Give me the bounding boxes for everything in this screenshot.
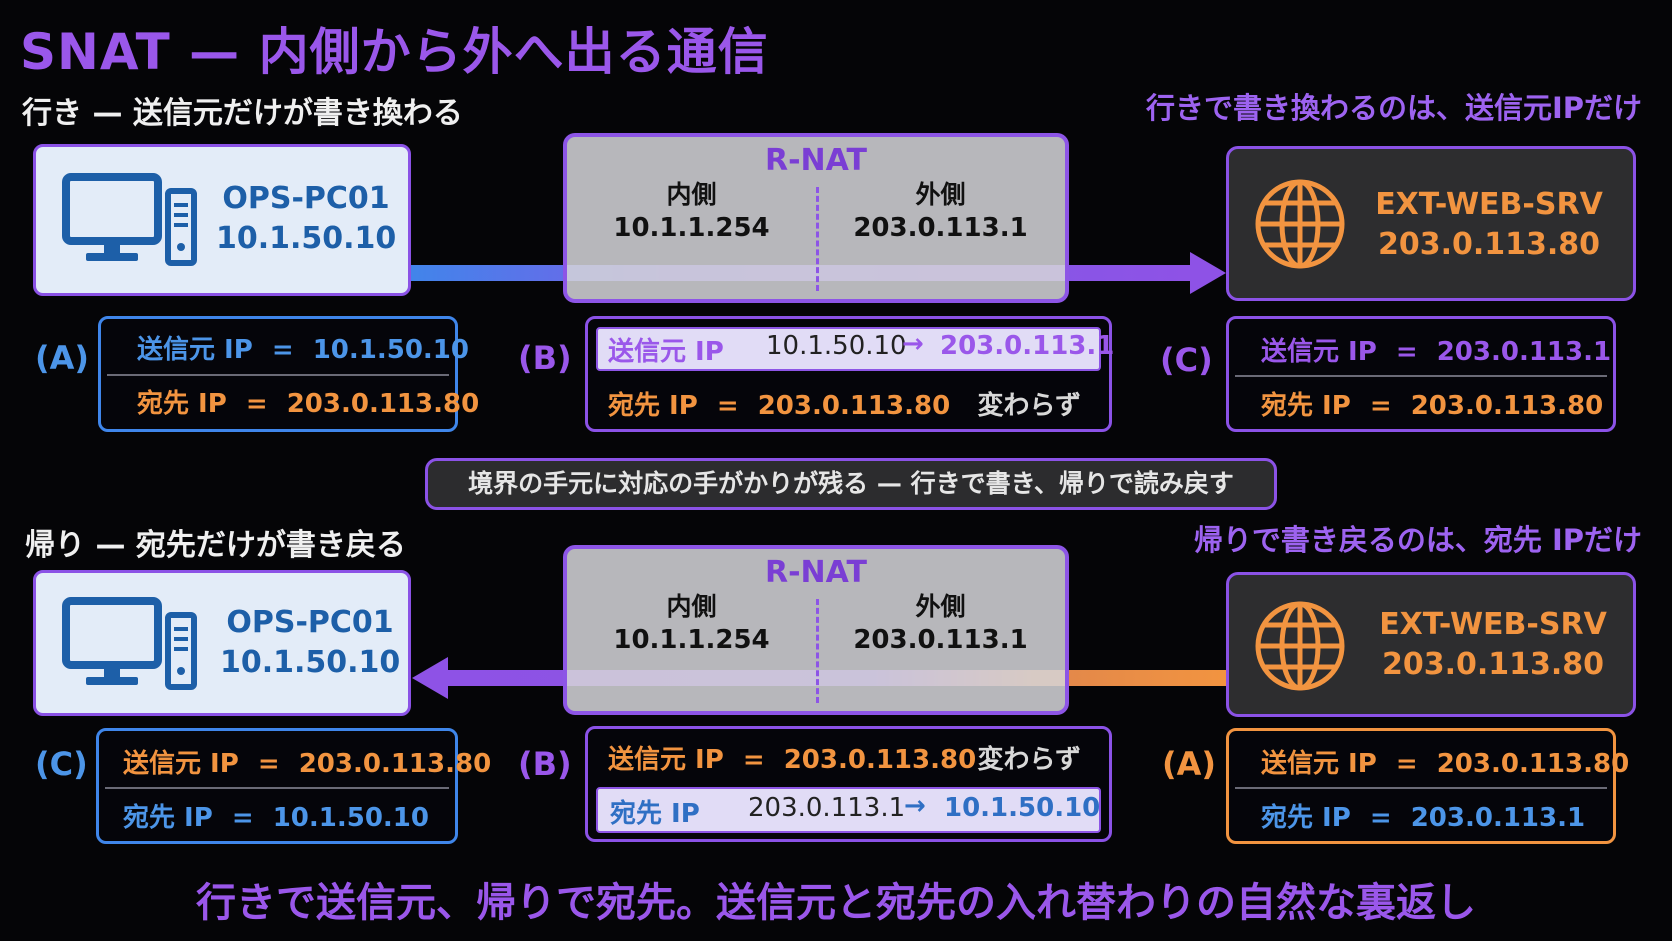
dst-val: 10.1.50.10 [272, 803, 429, 833]
src-from: 10.1.50.10 [766, 331, 907, 361]
src-val: 203.0.113.80 [298, 749, 492, 779]
arrow-right-icon: → [902, 329, 924, 359]
changed-row-highlight [596, 327, 1101, 371]
nat-name: R-NAT [764, 555, 867, 590]
nat-inside-label: 内側 [666, 180, 717, 209]
label-a: (A) [1162, 745, 1217, 783]
globe-icon [1255, 601, 1345, 691]
dst-key: 宛先 IP [608, 391, 698, 421]
unchanged-note: 変わらず [977, 391, 1081, 421]
changed-row-highlight [596, 787, 1101, 833]
dst-val: 203.0.113.80 [286, 389, 480, 419]
row-divider [1235, 787, 1607, 789]
row-divider [107, 374, 449, 376]
packet-box-c: 送信元 IP = 203.0.113.80 宛先 IP = 10.1.50.10 [96, 728, 491, 844]
dst-key: 宛先 IP [123, 803, 213, 833]
src-key: 送信元 IP [1261, 337, 1377, 367]
ops-pc-node: OPS-PC01 10.1.50.10 [33, 144, 411, 296]
nat-outside-ip: 203.0.113.1 [853, 625, 1028, 655]
inbound-note: 帰りで書き戻るのは、宛先 IPだけ [1193, 523, 1642, 557]
packet-box-a: 送信元 IP = 203.0.113.80 宛先 IP = 203.0.113.… [1226, 728, 1629, 844]
pc-name: OPS-PC01 [222, 181, 390, 216]
packet-box-c: 送信元 IP = 203.0.113.1 宛先 IP = 203.0.113.8… [1226, 316, 1616, 432]
nat-divider [816, 599, 819, 703]
src-key: 送信元 IP [137, 335, 253, 365]
dst-eq: = [1369, 803, 1392, 833]
nat-inside-ip: 10.1.1.254 [613, 213, 770, 243]
server-ip: 203.0.113.80 [1377, 227, 1601, 262]
outbound-heading: 行き — 送信元だけが書き換わる [22, 96, 463, 131]
server-name: EXT-WEB-SRV [1379, 607, 1607, 642]
dst-from: 203.0.113.1 [748, 793, 906, 823]
desktop-computer-icon [62, 597, 197, 690]
nat-inside-label: 内側 [666, 592, 717, 621]
packet-box-a: 送信元 IP = 10.1.50.10 宛先 IP = 203.0.113.80 [98, 316, 479, 432]
nat-outside-label: 外側 [915, 180, 966, 209]
src-key: 送信元 IP [123, 749, 239, 779]
dst-eq: = [1369, 391, 1392, 421]
desktop-computer-icon [62, 173, 197, 266]
arrow-right-icon: → [904, 791, 926, 821]
dst-eq: = [716, 391, 739, 421]
dst-to: 10.1.50.10 [944, 793, 1101, 823]
src-val: 203.0.113.80 [783, 745, 977, 775]
inbound-heading: 帰り — 宛先だけが書き戻る [25, 528, 406, 563]
nat-outside-label: 外側 [915, 592, 966, 621]
row-divider [105, 787, 449, 789]
server-name: EXT-WEB-SRV [1375, 187, 1603, 222]
server-ip: 203.0.113.80 [1381, 647, 1605, 682]
dst-key: 宛先 IP [1261, 391, 1351, 421]
r-nat-node: R-NAT 内側 10.1.1.254 外側 203.0.113.1 [563, 545, 1069, 715]
dst-val: 203.0.113.80 [1410, 391, 1604, 421]
label-c: (C) [35, 745, 88, 783]
nat-name: R-NAT [764, 143, 867, 178]
ops-pc-node: OPS-PC01 10.1.50.10 [33, 570, 411, 716]
packet-box-b: 送信元 IP 10.1.50.10 → 203.0.113.1 宛先 IP = … [585, 316, 1115, 432]
unchanged-note: 変わらず [977, 745, 1081, 775]
page-title: SNAT — 内側から外へ出る通信 [20, 23, 769, 81]
label-c: (C) [1160, 341, 1213, 379]
outbound-note: 行きで書き換わるのは、送信元IPだけ [1145, 91, 1642, 125]
dst-eq: = [245, 389, 268, 419]
footer-summary: 行きで送信元、帰りで宛先。送信元と宛先の入れ替わりの自然な裏返し [196, 880, 1476, 926]
dst-val: 203.0.113.1 [1410, 803, 1586, 833]
dst-key: 宛先 IP [610, 799, 700, 829]
globe-icon [1255, 179, 1345, 269]
label-a: (A) [35, 339, 90, 377]
dst-key: 宛先 IP [137, 389, 227, 419]
ext-web-srv-node: EXT-WEB-SRV 203.0.113.80 [1226, 146, 1636, 301]
label-b: (B) [518, 339, 572, 377]
src-to: 203.0.113.1 [940, 331, 1115, 361]
src-key: 送信元 IP [1261, 749, 1377, 779]
r-nat-node: R-NAT 内側 10.1.1.254 外側 203.0.113.1 [563, 133, 1069, 303]
src-eq: = [742, 745, 765, 775]
src-eq: = [257, 749, 280, 779]
caption-banner: 境界の手元に対応の手がかりが残る — 行きで書き、帰りで読み戻す [425, 458, 1277, 510]
src-val: 203.0.113.1 [1436, 337, 1612, 367]
nat-divider [816, 187, 819, 291]
src-eq: = [1395, 749, 1418, 779]
src-key: 送信元 IP [608, 337, 724, 367]
dst-eq: = [231, 803, 254, 833]
packet-box-b: 送信元 IP = 203.0.113.80 変わらず 宛先 IP 203.0.1… [585, 726, 1112, 842]
dst-val: 203.0.113.80 [757, 391, 951, 421]
src-eq: = [271, 335, 294, 365]
pc-ip: 10.1.50.10 [216, 221, 397, 256]
pc-ip: 10.1.50.10 [220, 645, 401, 680]
src-val: 10.1.50.10 [312, 335, 469, 365]
src-key: 送信元 IP [608, 745, 724, 775]
pc-name: OPS-PC01 [226, 605, 394, 640]
src-val: 203.0.113.80 [1436, 749, 1630, 779]
row-divider [1235, 375, 1607, 377]
src-eq: = [1395, 337, 1418, 367]
nat-inside-ip: 10.1.1.254 [613, 625, 770, 655]
nat-outside-ip: 203.0.113.1 [853, 213, 1028, 243]
dst-key: 宛先 IP [1261, 803, 1351, 833]
ext-web-srv-node: EXT-WEB-SRV 203.0.113.80 [1226, 572, 1636, 717]
label-b: (B) [518, 745, 572, 783]
